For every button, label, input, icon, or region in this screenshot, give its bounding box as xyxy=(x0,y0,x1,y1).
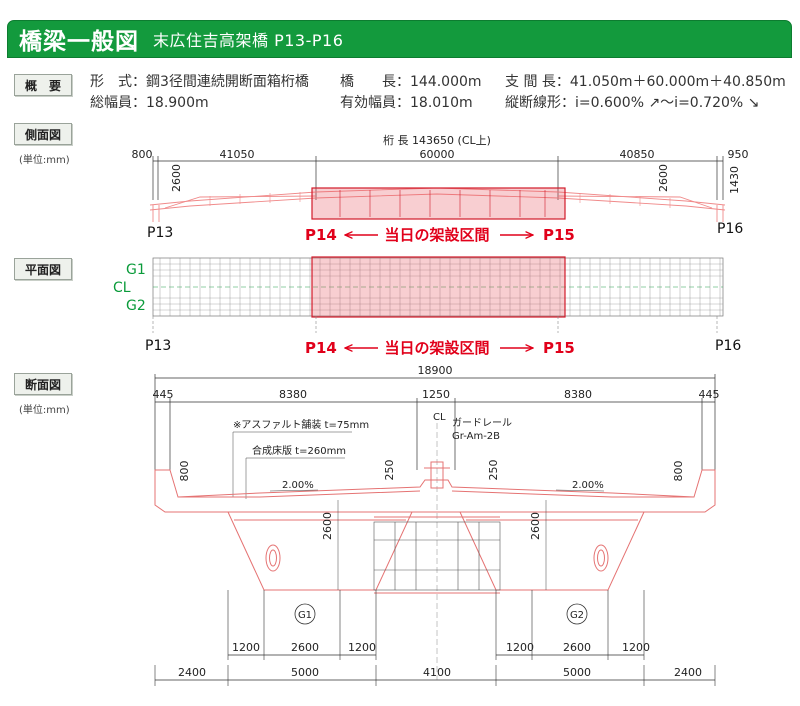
cl-label: CL xyxy=(433,412,446,423)
bottom-row1-ticks xyxy=(227,590,645,660)
cross-height-800-right: 800 xyxy=(672,461,685,482)
section-cross-label: 断面図 xyxy=(14,373,72,395)
side-view: 桁 長 143650 (CL上) 800 41050 60000 40850 9… xyxy=(132,133,749,244)
deck-outline xyxy=(154,469,716,513)
cross-dim-445-left: 445 xyxy=(153,388,174,401)
plan-pier-p14: P14 xyxy=(305,339,337,357)
cross-dim-1250: 1250 xyxy=(422,388,450,401)
bottom-dim-4100: 4100 xyxy=(423,666,451,679)
cross-total-width: 18900 xyxy=(418,364,453,377)
plan-pier-p15: P15 xyxy=(543,339,575,357)
girder-g1-label: G1 xyxy=(298,610,312,621)
side-erection-stiffeners xyxy=(339,190,546,217)
spec-gradient: 縦断線形：i=0.600% ↗～i=0.720% ↘ xyxy=(505,95,760,111)
spec-bridge-length: 橋 長：144.000m xyxy=(340,74,482,90)
cross-height-250-left: 250 xyxy=(383,460,396,481)
side-stiffeners xyxy=(209,192,671,208)
bottom-dim-2600-b: 2600 xyxy=(563,641,591,654)
side-dim-41050: 41050 xyxy=(220,148,255,161)
side-dim-950: 950 xyxy=(728,148,749,161)
page-title: 橋梁一般図 xyxy=(19,29,139,55)
cross-dim-8380-left: 8380 xyxy=(279,388,307,401)
title-bar: 橋梁一般図 末広住吉高架橋 P13-P16 xyxy=(7,20,792,58)
cross-height-2600-left: 2600 xyxy=(321,512,334,540)
section-side-label: 側面図 xyxy=(14,123,72,145)
side-pier-p16: P16 xyxy=(717,221,743,237)
side-dim-60000: 60000 xyxy=(420,148,455,161)
box-girder-right xyxy=(459,511,645,591)
spec-effective-width: 有効幅員：18.010m xyxy=(340,95,473,111)
plan-pier-p13: P13 xyxy=(145,338,171,354)
plan-erection-highlight xyxy=(311,256,566,318)
cross-height-800-left: 800 xyxy=(178,461,191,482)
cross-dim-445-right: 445 xyxy=(699,388,720,401)
bottom-dim-1200-c: 1200 xyxy=(506,641,534,654)
crossbeam-outline xyxy=(374,516,500,594)
plan-erection-label: 当日の架設区間 xyxy=(384,339,489,357)
plan-view: G1 CL G2 P13 P14 P15 P16 当日の架設区間 xyxy=(113,256,741,357)
bottom-dim-1200-a: 1200 xyxy=(232,641,260,654)
bottom-dim-2400-left: 2400 xyxy=(178,666,206,679)
side-pier-p14: P14 xyxy=(305,226,337,244)
bottom-row2-ticks xyxy=(154,665,716,686)
side-height-left: 2600 xyxy=(170,164,183,192)
side-height-right: 2600 xyxy=(657,164,670,192)
girder-length-label: 桁 長 143650 (CL上) xyxy=(383,133,491,147)
side-dim-40850: 40850 xyxy=(620,148,655,161)
side-dimension-ticks xyxy=(152,156,724,200)
plan-cross-ribs xyxy=(159,258,721,316)
spec-total-width: 総幅員：18.900m xyxy=(90,95,209,111)
section-overview-label: 概 要 xyxy=(14,74,72,96)
spec-type: 形 式：鋼3径間連続開断面箱桁橋 xyxy=(90,74,309,90)
side-pier-p13: P13 xyxy=(147,225,173,241)
bottom-dim-1200-d: 1200 xyxy=(622,641,650,654)
bottom-dim-2600-a: 2600 xyxy=(291,641,319,654)
bottom-dim-2400-right: 2400 xyxy=(674,666,702,679)
side-unit-label: (単位:mm) xyxy=(19,155,70,166)
cross-height-2600-right: 2600 xyxy=(529,512,542,540)
plan-g1-label: G1 xyxy=(126,262,146,278)
plan-cl-label: CL xyxy=(113,280,131,296)
bottom-dim-5000-left: 5000 xyxy=(291,666,319,679)
cross-height-250-right: 250 xyxy=(487,460,500,481)
plan-longitudinal-lines xyxy=(153,263,723,311)
side-erection-label: 当日の架設区間 xyxy=(384,226,489,244)
box-girder-left xyxy=(227,511,413,591)
asphalt-note: ※アスファルト舗装 t=75mm xyxy=(233,418,369,431)
section-plan-label: 平面図 xyxy=(14,258,72,280)
bottom-dim-5000-right: 5000 xyxy=(563,666,591,679)
cross-unit-label: (単位:mm) xyxy=(19,405,70,416)
girder-g1-marker xyxy=(294,603,316,625)
guardrail-label: ガードレール xyxy=(452,417,512,429)
bottom-dim-1200-b: 1200 xyxy=(348,641,376,654)
girder-g2-marker xyxy=(566,603,588,625)
girder-g2-label: G2 xyxy=(570,610,584,621)
guardrail-type: Gr-Am-2B xyxy=(452,431,500,442)
crossbeam-frame xyxy=(373,521,501,591)
side-pier-p15: P15 xyxy=(543,226,575,244)
spec-span: 支 間 長：41.050m＋60.000m＋40.850m xyxy=(505,74,786,90)
plan-pier-p16: P16 xyxy=(715,338,741,354)
page-subtitle: 末広住吉高架橋 P13-P16 xyxy=(153,31,344,50)
slab-note: 合成床版 t=260mm xyxy=(252,444,346,457)
side-dim-800: 800 xyxy=(132,148,153,161)
plan-g2-label: G2 xyxy=(126,298,146,314)
side-erection-highlight xyxy=(311,187,566,220)
guardrail-post xyxy=(424,461,450,489)
slope-left: 2.00% xyxy=(282,480,314,491)
side-height-end: 1430 xyxy=(728,166,741,194)
cross-dim-8380-right: 8380 xyxy=(564,388,592,401)
slope-right: 2.00% xyxy=(572,480,604,491)
cross-section: 18900 445 8380 1250 8380 445 ※アスファルト舗装 t… xyxy=(153,364,720,686)
